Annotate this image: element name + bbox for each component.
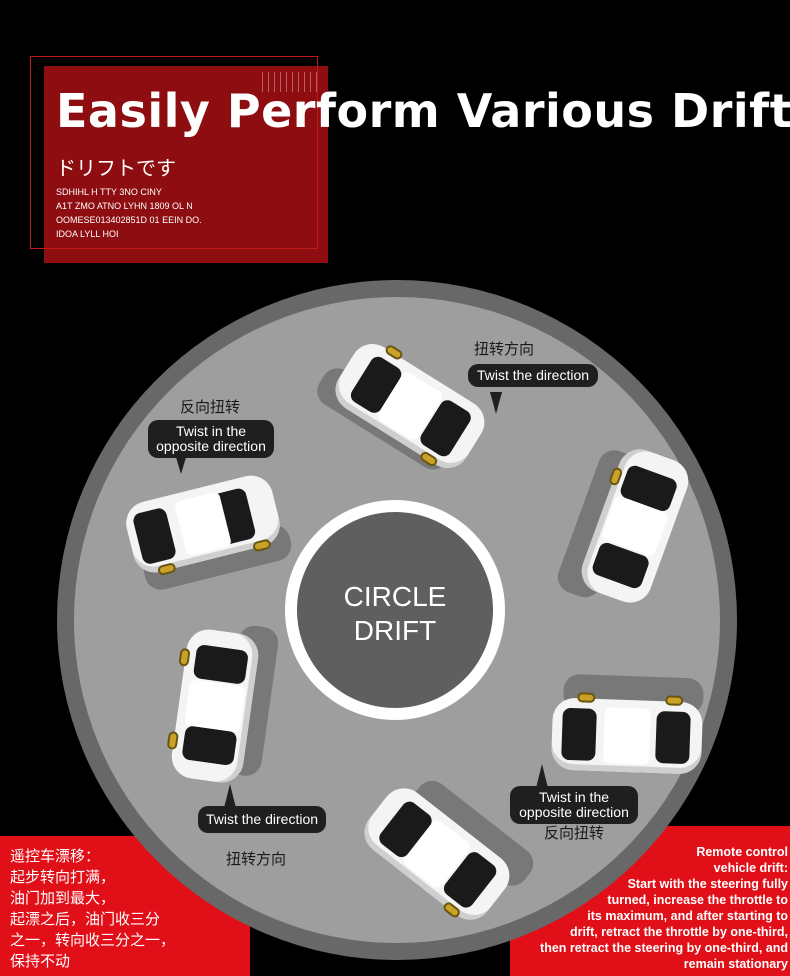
callout-top-left-tail <box>175 454 187 474</box>
instructions-en-line: then retract the steering by one-third, … <box>540 941 788 955</box>
page-subtitle: ドリフトです <box>56 156 176 180</box>
instructions-cn-line: 之一，转向收三分之一， <box>10 931 176 949</box>
instructions-en: Remote control vehicle drift: Start with… <box>512 844 788 972</box>
instructions-en-line: drift, retract the throttle by one-third… <box>569 925 788 939</box>
center-line-1: CIRCLE <box>343 581 447 612</box>
instructions-en-line: vehicle drift: <box>713 861 788 875</box>
small-line: OOMESE013402851D 01 EEIN DO. <box>56 215 202 225</box>
center-line-2: DRIFT <box>353 615 437 646</box>
instructions-en-line: remain stationary <box>683 957 788 971</box>
car-left-lower <box>166 623 281 786</box>
instructions-cn-line: 保持不动 <box>10 952 71 970</box>
instructions-cn-line: 起步转向打满， <box>10 868 116 886</box>
instructions-en-line: Remote control <box>696 845 788 859</box>
page-title: Easily Perform Various Drifts <box>56 84 790 138</box>
instructions-cn-line: 遥控车漂移： <box>10 847 101 865</box>
center-circle <box>297 512 493 708</box>
callout-top-left-en-2: opposite direction <box>156 438 266 454</box>
callout-bottom-right-en-2: opposite direction <box>519 804 629 820</box>
callout-bottom-right-cn: 反向扭转 <box>544 824 605 842</box>
callout-top-left-en-1: Twist in the <box>175 423 247 439</box>
car-right-lower <box>550 673 705 775</box>
center-label: CIRCLE DRIFT <box>297 580 493 648</box>
header-outline <box>30 56 318 249</box>
callout-bottom-right-bubble: Twist in the opposite direction <box>510 786 638 824</box>
header-panel <box>44 66 328 263</box>
instructions-cn: 遥控车漂移： 起步转向打满， 油门加到最大， 起漂之后，油门收三分 之一，转向收… <box>10 846 250 972</box>
callout-bottom-left-en: Twist the direction <box>205 811 319 827</box>
callout-top-right-tail <box>490 392 502 414</box>
instructions-en-line: its maximum, and after starting to <box>587 909 788 923</box>
header-stripes <box>262 72 320 92</box>
instructions-en-line: Start with the steering fully <box>627 877 788 891</box>
header-small-text: SDHIHL H TTY 3NO CINY A1T ZMO ATNO LYHN … <box>56 185 306 241</box>
callout-top-left-bubble: Twist in the opposite direction <box>148 420 274 458</box>
callout-bottom-right-en-1: Twist in the <box>538 789 610 805</box>
callout-bottom-left-cn: 扭转方向 <box>226 850 287 868</box>
instructions-en-line: turned, increase the throttle to <box>607 893 788 907</box>
callout-bottom-right-tail <box>536 764 548 788</box>
instructions-cn-line: 油门加到最大， <box>10 889 116 907</box>
small-line: SDHIHL H TTY 3NO CINY <box>56 187 162 197</box>
small-line: A1T ZMO ATNO LYHN 1809 OL N <box>56 201 193 211</box>
small-line: IDOA LYLL HOI <box>56 229 119 239</box>
callout-bottom-left-bubble: Twist the direction <box>198 806 326 833</box>
instructions-cn-line: 起漂之后，油门收三分 <box>10 910 161 928</box>
callout-top-right-bubble: Twist the direction <box>468 364 598 387</box>
callout-bottom-left-tail <box>224 784 236 808</box>
callout-top-right-cn: 扭转方向 <box>474 340 535 358</box>
callout-top-right-en: Twist the direction <box>476 367 590 383</box>
callout-top-left-cn: 反向扭转 <box>180 398 241 416</box>
